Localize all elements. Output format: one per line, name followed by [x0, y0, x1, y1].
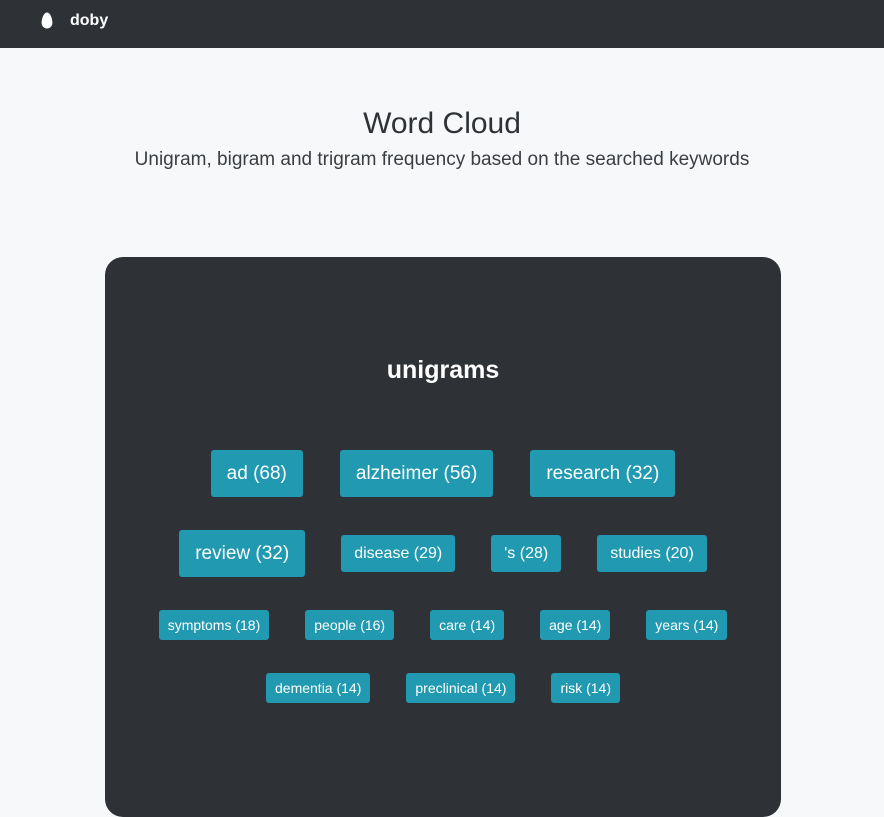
- word-chip[interactable]: 's (28): [491, 535, 562, 572]
- word-chip[interactable]: review (32): [179, 530, 306, 577]
- word-chip[interactable]: preclinical (14): [406, 673, 516, 703]
- word-row-3: symptoms (18) people (16) care (14) age …: [105, 610, 781, 640]
- brand-name[interactable]: doby: [70, 12, 109, 29]
- word-chip[interactable]: ad (68): [210, 450, 303, 497]
- word-chip[interactable]: research (32): [530, 450, 676, 497]
- word-chip[interactable]: risk (14): [551, 673, 620, 703]
- word-chip[interactable]: care (14): [430, 610, 505, 640]
- word-chip[interactable]: age (14): [540, 610, 611, 640]
- page-subtitle: Unigram, bigram and trigram frequency ba…: [134, 149, 750, 170]
- word-chip[interactable]: people (16): [305, 610, 395, 640]
- word-chip[interactable]: disease (29): [341, 535, 456, 572]
- word-row-4: dementia (14) preclinical (14) risk (14): [105, 673, 781, 703]
- word-chip[interactable]: alzheimer (56): [339, 450, 494, 497]
- word-chip[interactable]: dementia (14): [266, 673, 371, 703]
- page-header: Word Cloud Unigram, bigram and trigram f…: [0, 104, 884, 174]
- word-row-2: review (32) disease (29) 's (28) studies…: [105, 530, 781, 577]
- page-title: Word Cloud: [363, 107, 521, 140]
- word-row-1: ad (68) alzheimer (56) research (32): [105, 450, 781, 497]
- egg-icon[interactable]: [41, 12, 53, 29]
- section-title-unigrams: unigrams: [386, 356, 500, 384]
- word-chip[interactable]: symptoms (18): [158, 610, 270, 640]
- word-chip[interactable]: studies (20): [597, 535, 707, 572]
- word-cloud-card: unigrams ad (68) alzheimer (56) research…: [105, 257, 781, 817]
- top-navbar: doby: [0, 0, 884, 48]
- word-chip[interactable]: years (14): [646, 610, 728, 640]
